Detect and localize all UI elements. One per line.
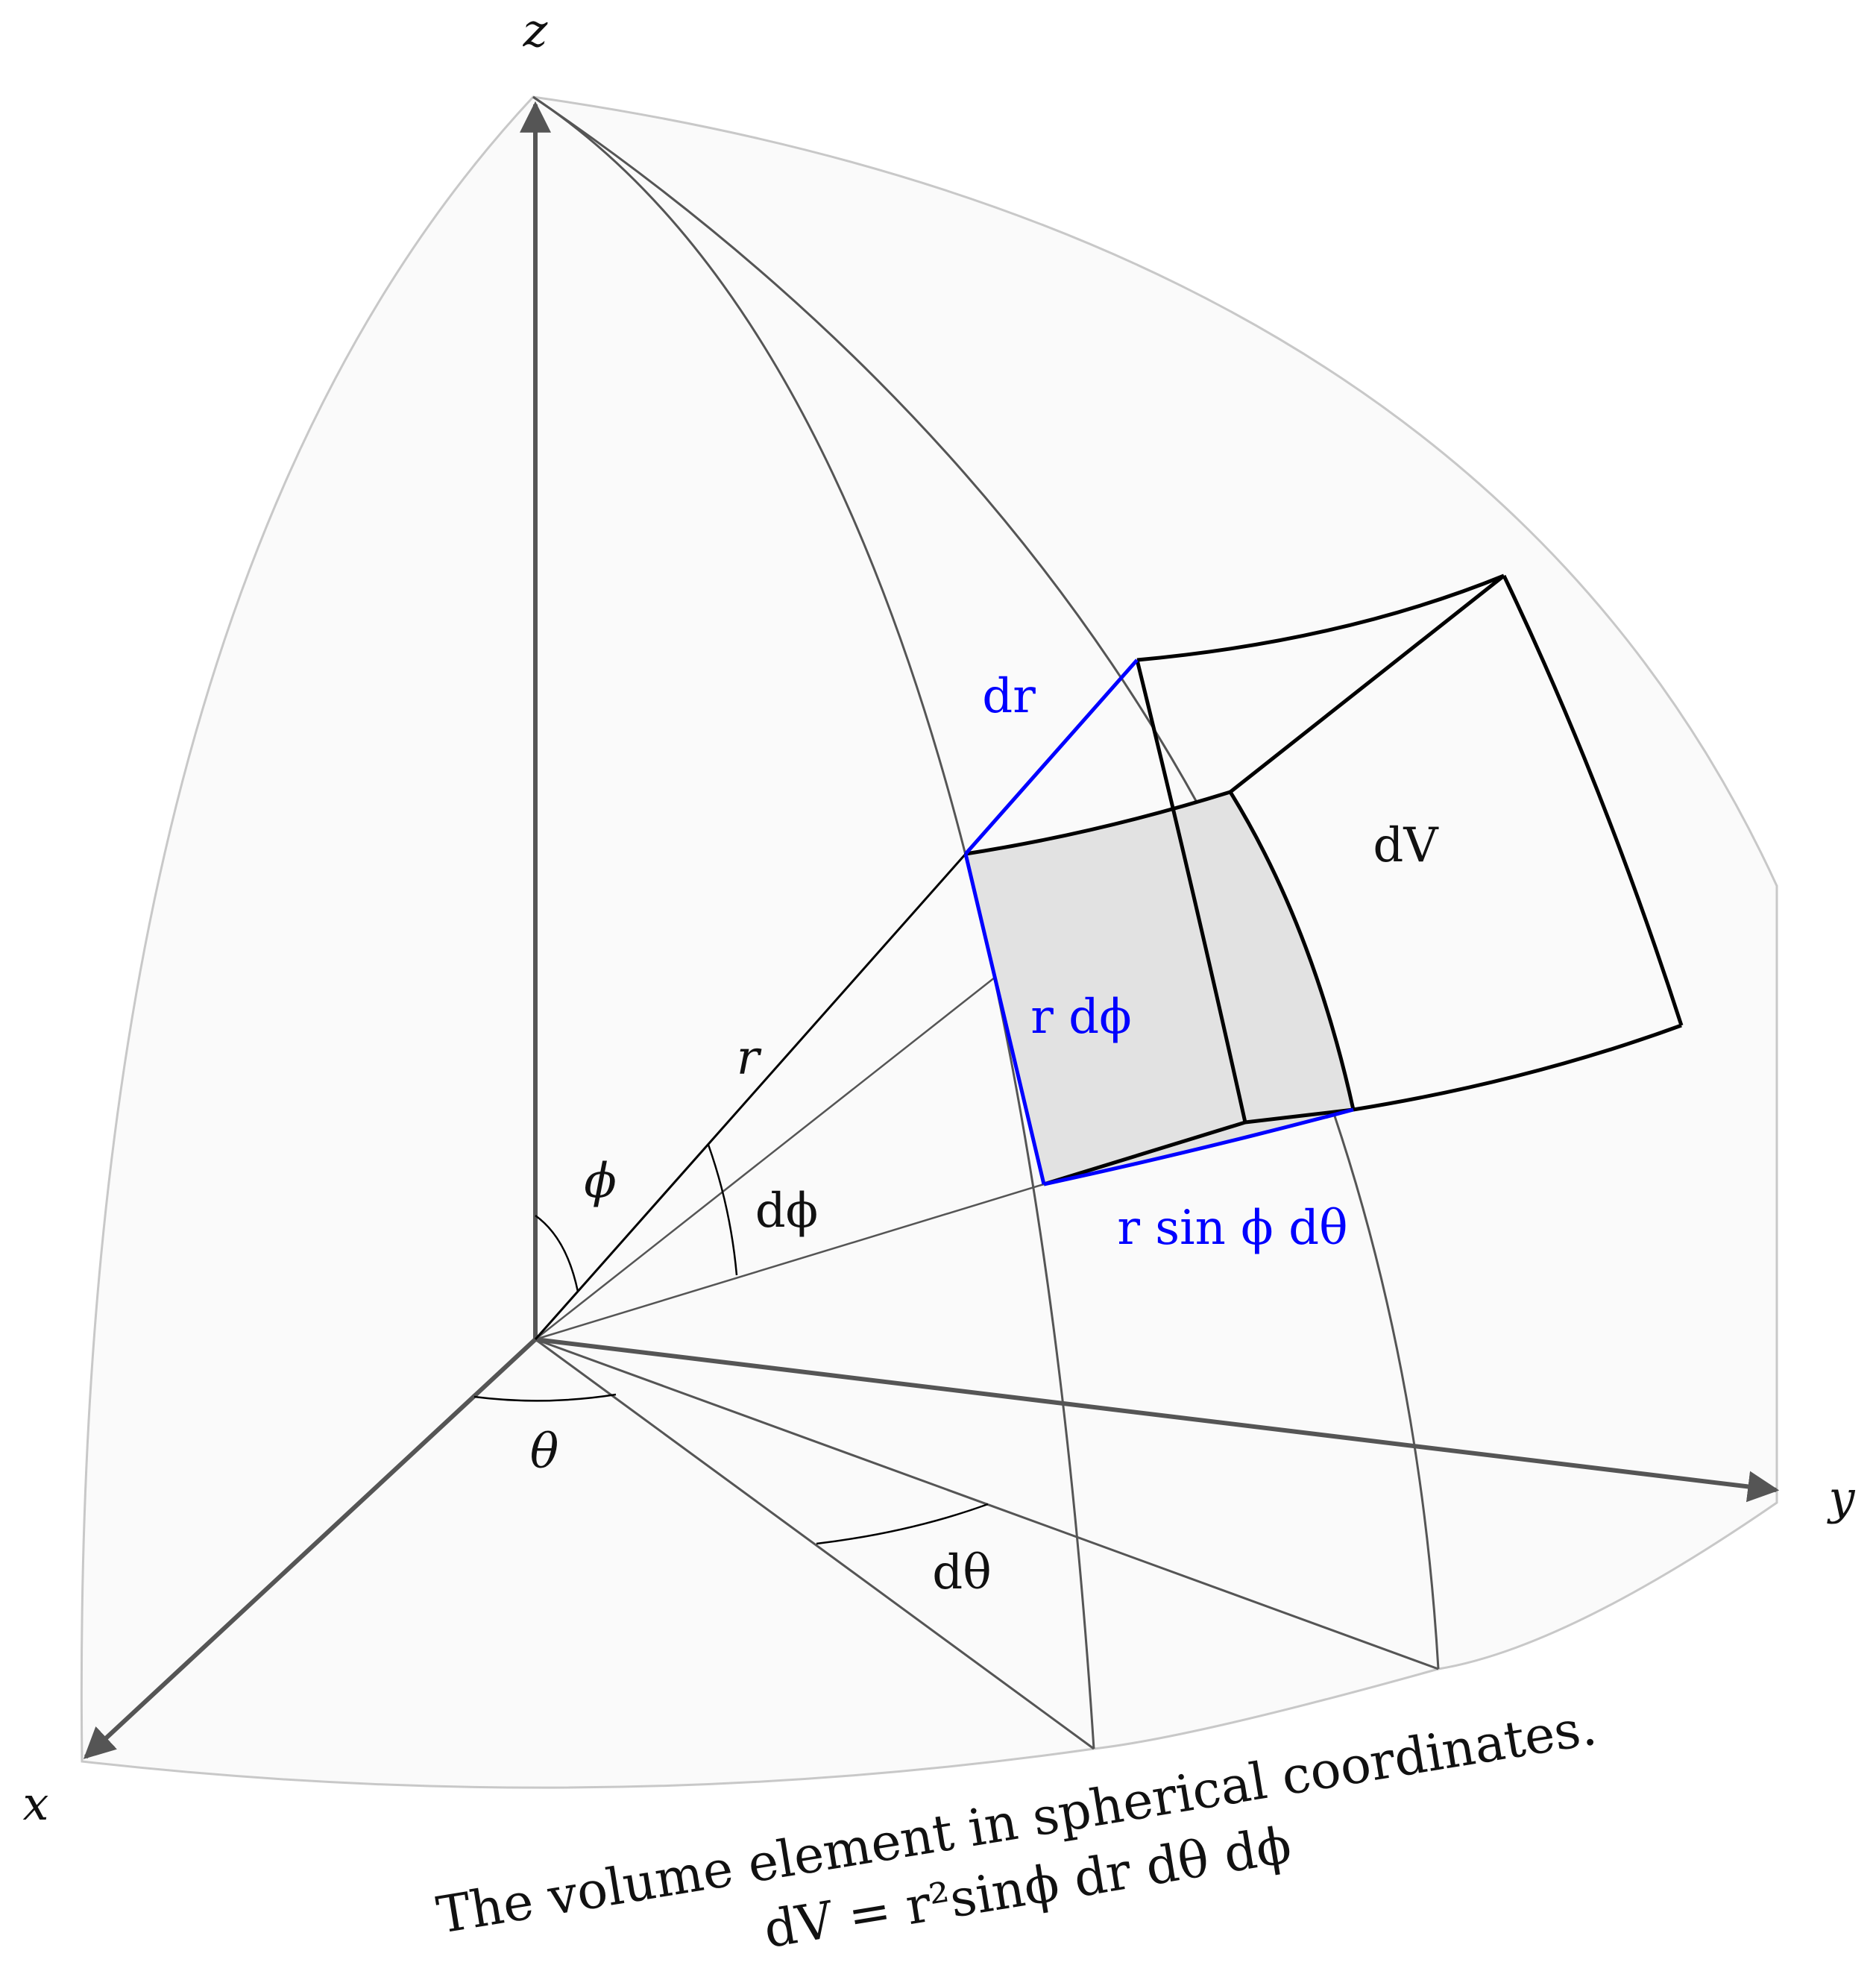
phi-arc xyxy=(535,1214,579,1292)
y-axis xyxy=(535,1337,1780,1503)
dr-edge xyxy=(964,658,1139,855)
x-axis-label: x xyxy=(23,1776,49,1831)
volume-box xyxy=(965,573,1684,1186)
r-sin-phi-dtheta-label: r sin ϕ dθ xyxy=(1117,1201,1347,1256)
theta-label: θ xyxy=(530,1424,559,1480)
z-axis-label: z xyxy=(523,3,548,57)
meridian-arc-1 xyxy=(532,95,1095,1749)
meridian-arc-2 xyxy=(532,95,1440,1670)
y-axis-label: y xyxy=(1826,1471,1855,1525)
r-dphi-edge xyxy=(963,853,1046,1185)
floor-ray-1 xyxy=(535,1338,1095,1750)
r-sin-phi-dtheta-edge xyxy=(1043,1107,1354,1186)
dtheta-label: dθ xyxy=(932,1545,992,1600)
radius-line xyxy=(534,853,967,1340)
r-dphi-label: r dϕ xyxy=(1030,990,1132,1045)
ray-theta-plus-dtheta xyxy=(535,1183,1045,1341)
dtheta-arc xyxy=(816,1503,989,1545)
volume-label: dV xyxy=(1373,818,1439,873)
phi-label: ϕ xyxy=(584,1154,617,1209)
x-axis xyxy=(83,1337,538,1759)
octant-surface xyxy=(80,95,1778,1789)
highlight-edges xyxy=(963,658,1354,1186)
inner-face xyxy=(966,792,1353,1184)
theta-arc xyxy=(473,1393,617,1402)
dr-label: dr xyxy=(982,669,1036,724)
dphi-label: dϕ xyxy=(755,1183,819,1239)
radius-label: r xyxy=(737,1031,762,1086)
dphi-arc xyxy=(707,1144,738,1276)
